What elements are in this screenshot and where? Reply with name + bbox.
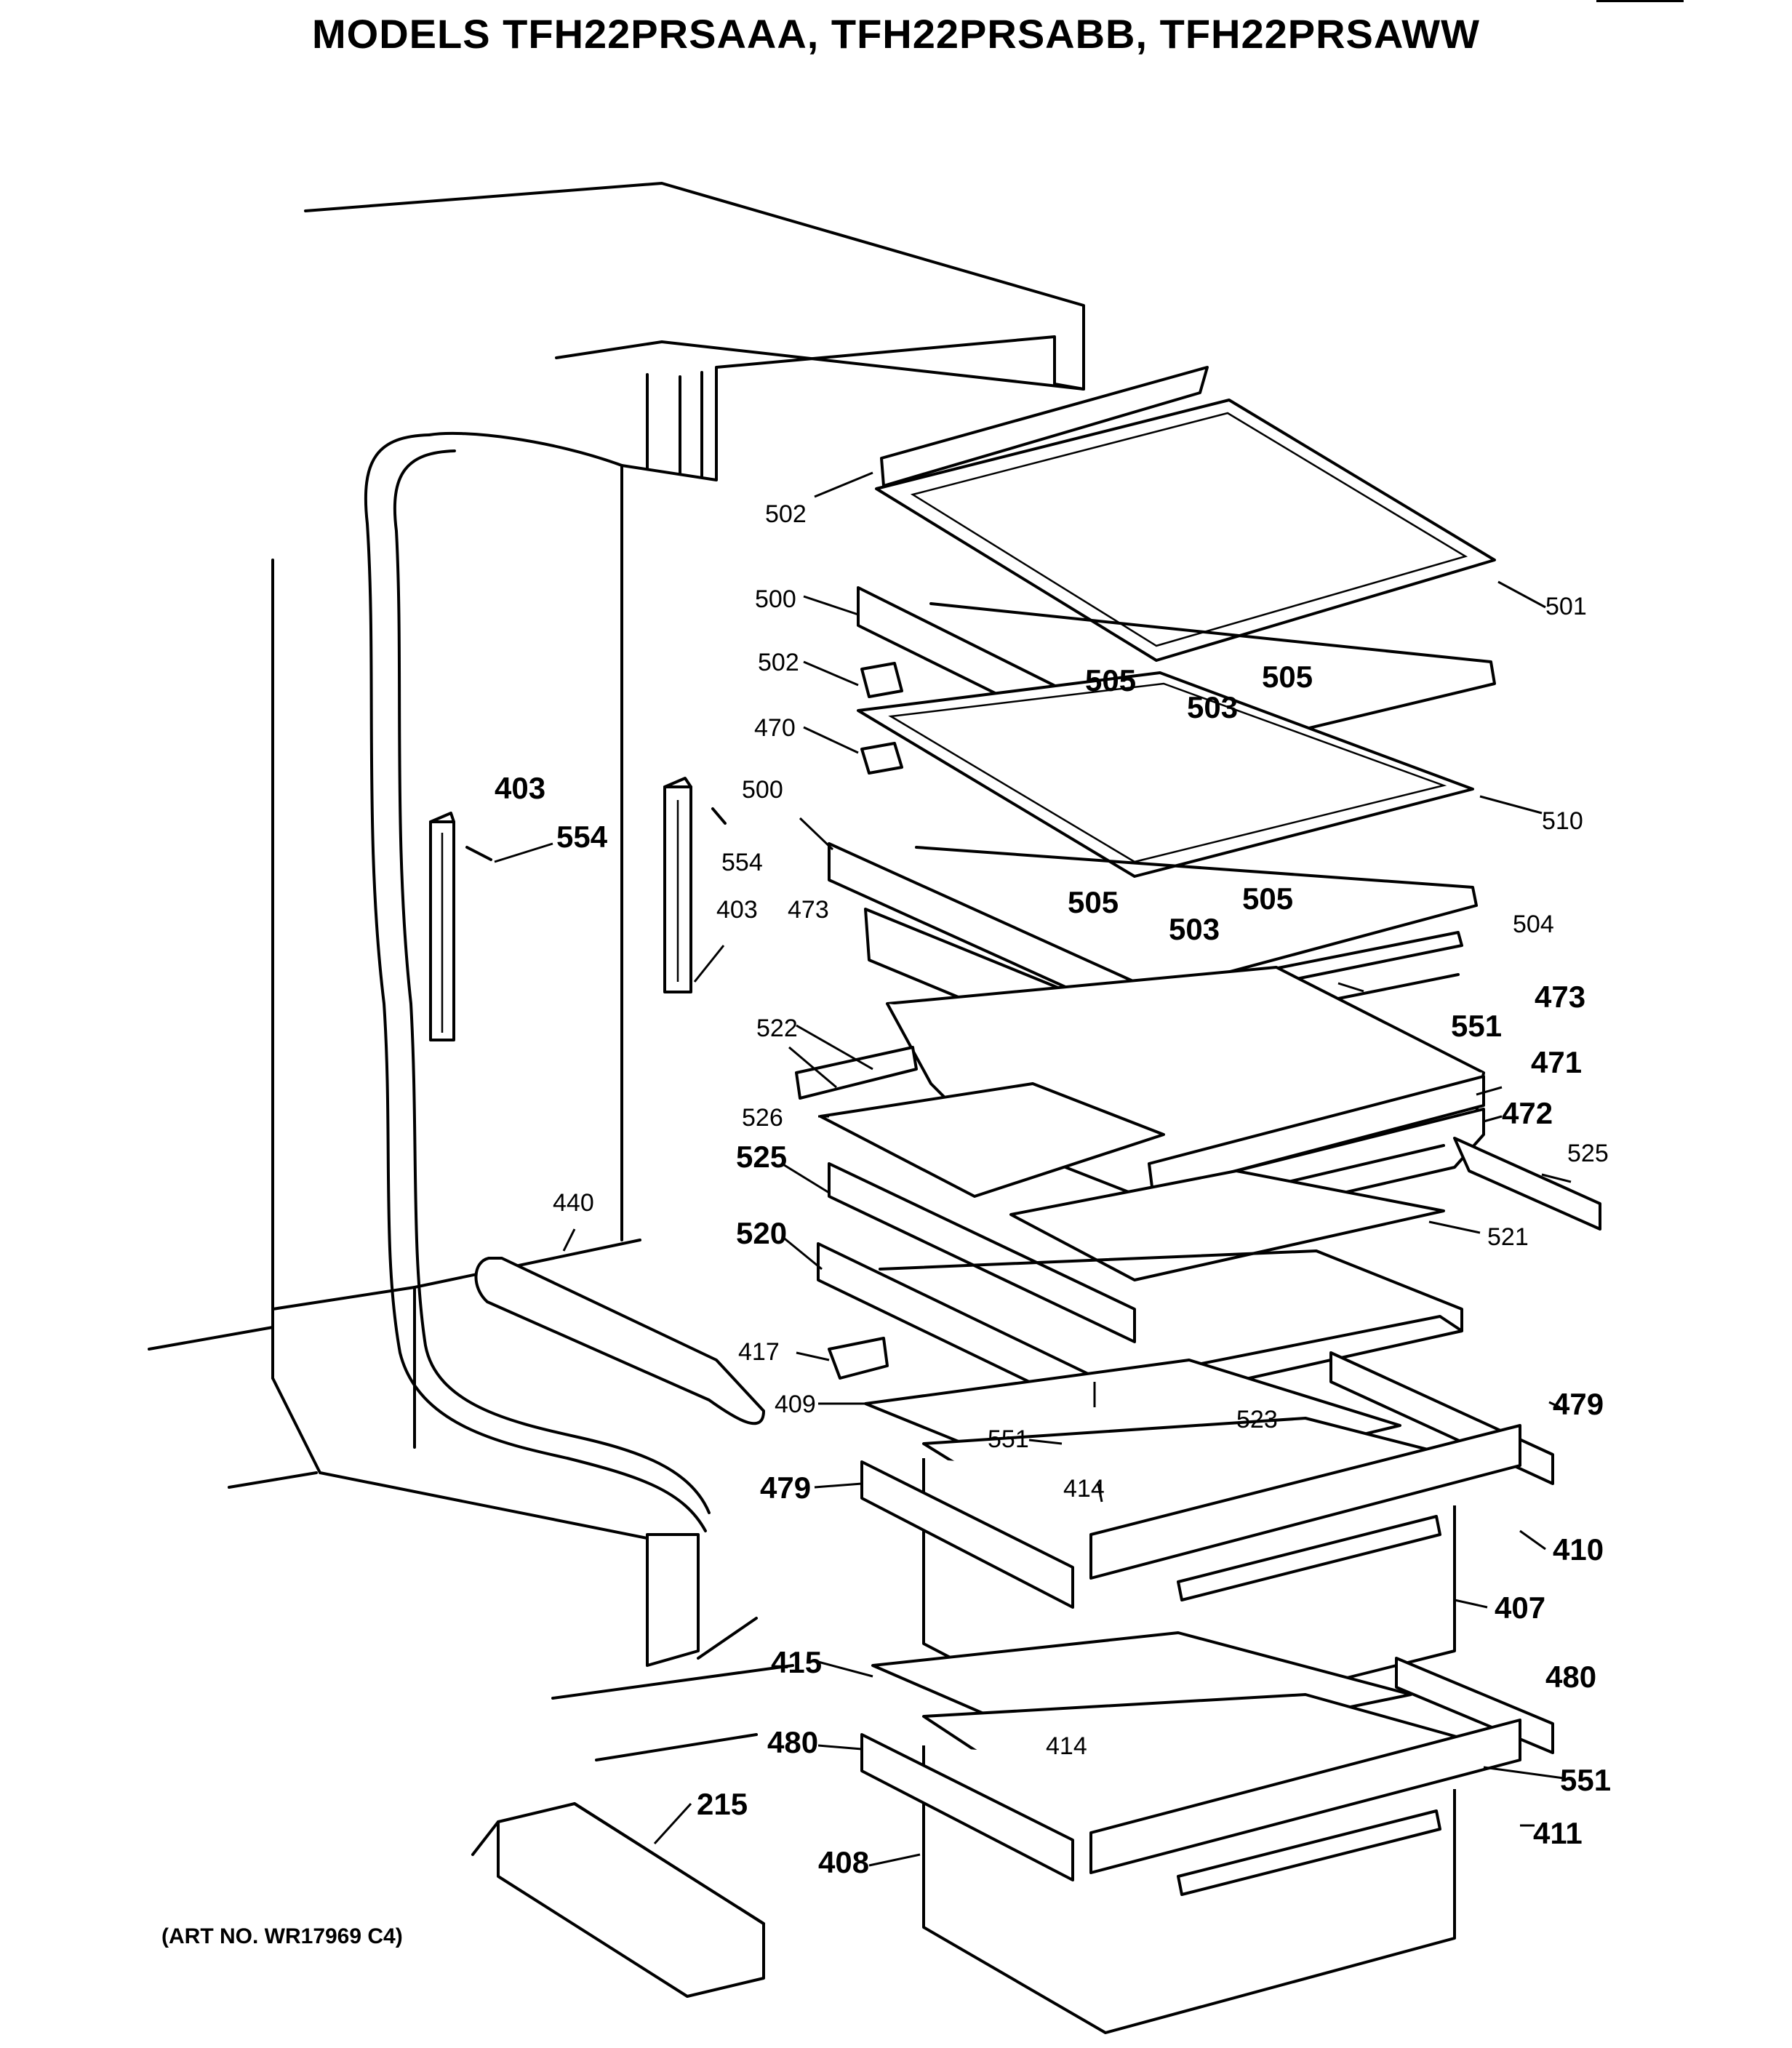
label-479-right: 479: [1553, 1387, 1604, 1421]
label-520: 520: [736, 1216, 787, 1250]
label-504: 504: [1513, 911, 1554, 938]
label-505-b: 505: [1262, 660, 1313, 694]
label-554-left: 554: [556, 820, 608, 854]
label-503-a: 503: [1187, 690, 1238, 724]
label-471: 471: [1531, 1045, 1582, 1079]
page-title: MODELS TFH22PRSAAA, TFH22PRSABB, TFH22PR…: [312, 11, 1480, 57]
part-labels: 502 501 500 505 505 502 503 470 510 403 …: [495, 500, 1611, 1879]
label-472: 472: [1502, 1096, 1553, 1130]
shelf-ladder-right: [663, 777, 692, 993]
rail-522: [795, 1046, 918, 1100]
label-502-mid: 502: [758, 649, 799, 676]
label-503-b: 503: [1169, 912, 1220, 946]
label-440: 440: [553, 1189, 594, 1217]
shelf-ladder-left: [429, 812, 455, 1041]
label-215: 215: [697, 1787, 748, 1821]
label-479-left: 479: [760, 1471, 811, 1505]
rail-525-right: [1453, 1137, 1601, 1231]
label-525-left: 525: [736, 1140, 787, 1174]
frame-525-left: [828, 1162, 1136, 1343]
screw-554: [465, 807, 727, 861]
label-470: 470: [754, 714, 796, 742]
rail-480-left: [860, 1733, 1074, 1881]
panel-521: [1009, 1169, 1445, 1281]
drawer-408: [922, 1693, 1521, 2034]
label-526: 526: [742, 1104, 783, 1132]
label-505-a: 505: [1085, 663, 1136, 697]
top-rule: [1596, 0, 1684, 2]
label-500-upper: 500: [755, 585, 796, 613]
label-409: 409: [775, 1391, 816, 1418]
label-500-lower: 500: [742, 776, 783, 804]
callout-leaders: [494, 471, 1572, 1867]
door-gasket: [364, 431, 711, 1532]
label-480-right: 480: [1545, 1660, 1596, 1694]
label-521: 521: [1487, 1223, 1529, 1251]
label-522: 522: [756, 1015, 798, 1042]
label-525-right: 525: [1567, 1140, 1609, 1167]
label-473-right: 473: [1535, 980, 1585, 1014]
panel-526: [819, 1082, 1165, 1198]
bottom-trim-440: [474, 1257, 765, 1425]
bin-215: [471, 1802, 765, 1998]
label-551-top: 551: [1451, 1009, 1502, 1043]
label-411: 411: [1533, 1816, 1583, 1850]
label-502-top: 502: [765, 500, 807, 528]
label-505-c: 505: [1068, 885, 1119, 919]
glass-shelf-510: [857, 671, 1474, 878]
label-417: 417: [738, 1338, 780, 1366]
label-410: 410: [1553, 1532, 1604, 1567]
label-473-left: 473: [788, 896, 829, 924]
label-510: 510: [1542, 807, 1583, 835]
label-480-left: 480: [767, 1725, 818, 1759]
label-551-mid: 551: [988, 1425, 1029, 1453]
label-403-right: 403: [716, 896, 758, 924]
label-414-upper: 414: [1063, 1475, 1105, 1503]
bracket-417: [828, 1337, 889, 1380]
label-551-bottom: 551: [1560, 1763, 1611, 1797]
label-505-d: 505: [1242, 881, 1293, 916]
label-408: 408: [818, 1845, 869, 1879]
label-414-lower: 414: [1046, 1732, 1087, 1760]
label-403-left: 403: [495, 771, 545, 805]
art-number: (ART NO. WR17969 C4): [161, 1924, 403, 1948]
label-407: 407: [1495, 1591, 1545, 1625]
top-glass-shelf: [875, 366, 1496, 662]
label-415: 415: [771, 1645, 822, 1679]
label-501: 501: [1545, 593, 1587, 620]
label-554-right: 554: [721, 849, 763, 876]
rail-479-left: [860, 1460, 1074, 1609]
label-523: 523: [1236, 1406, 1278, 1433]
